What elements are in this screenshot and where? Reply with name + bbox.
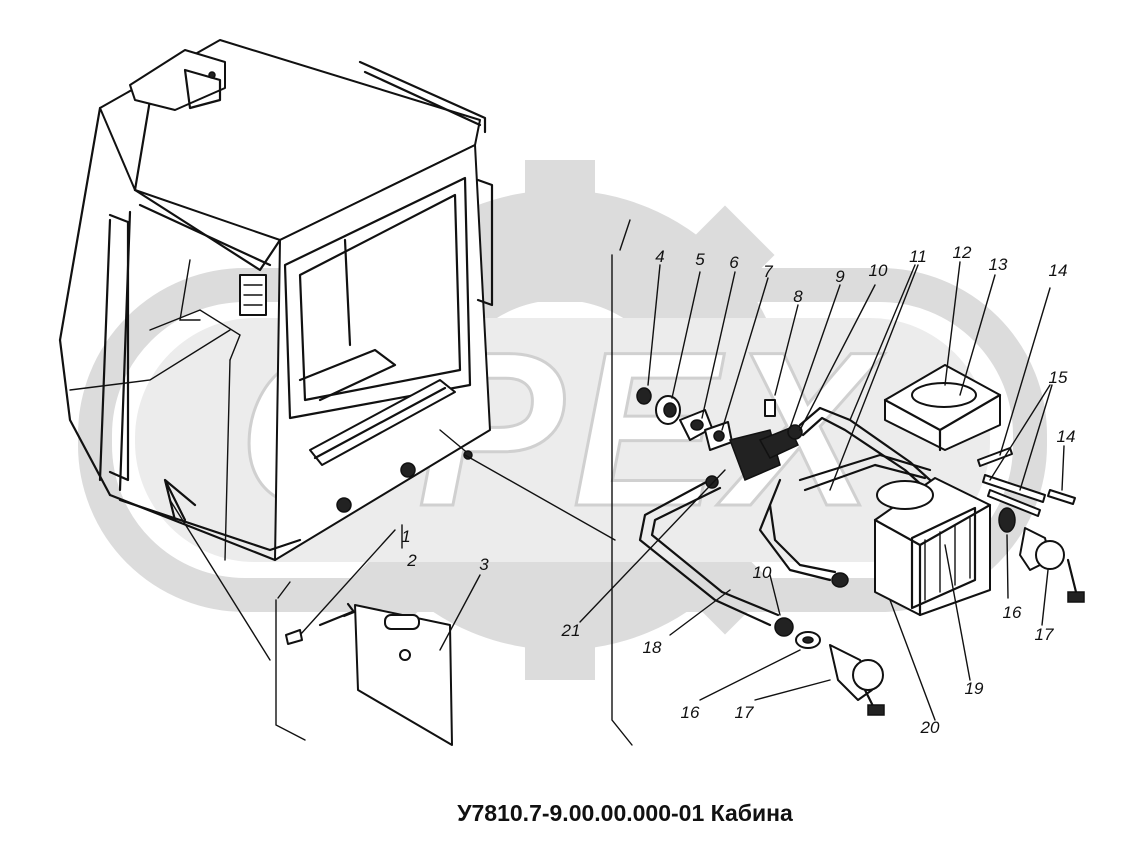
callout-10-top: 10 <box>869 261 888 280</box>
callout-1: 1 <box>401 527 410 546</box>
callout-21: 21 <box>561 621 581 640</box>
callout-leaders <box>439 261 1065 721</box>
callout-7: 7 <box>763 262 773 281</box>
callout-5: 5 <box>695 250 705 269</box>
callout-19: 19 <box>965 679 984 698</box>
callout-3: 3 <box>479 555 489 574</box>
callout-6: 6 <box>729 253 739 272</box>
callout-12: 12 <box>953 243 972 262</box>
callout-16-bottom: 16 <box>681 703 700 722</box>
bracket-lines-right <box>611 219 633 746</box>
callout-15: 15 <box>1049 368 1068 387</box>
callout-10-bottom: 10 <box>753 563 772 582</box>
callout-16-right: 16 <box>1003 603 1022 622</box>
leader-lines-left <box>169 454 616 741</box>
heater-assembly <box>636 364 1085 716</box>
callout-8: 8 <box>793 287 803 306</box>
callout-labels: 1 2 3 4 5 6 7 8 9 10 10 11 12 13 14 14 1… <box>401 243 1075 737</box>
callout-4: 4 <box>655 247 664 266</box>
callout-2: 2 <box>406 551 417 570</box>
callout-18: 18 <box>643 638 662 657</box>
callout-20: 20 <box>920 718 940 737</box>
watermark-band <box>78 268 1047 612</box>
callout-9: 9 <box>835 267 845 286</box>
callout-13: 13 <box>989 255 1008 274</box>
callout-17-right: 17 <box>1035 625 1054 644</box>
part-3-panel <box>285 602 453 746</box>
callout-14-top: 14 <box>1049 261 1068 280</box>
callout-14-bottom: 14 <box>1057 427 1076 446</box>
callout-17-bottom: 17 <box>735 703 754 722</box>
drawing-title: У7810.7-9.00.00.000-01 Кабина <box>457 800 793 826</box>
callout-11: 11 <box>909 247 927 266</box>
cabin <box>58 39 494 562</box>
